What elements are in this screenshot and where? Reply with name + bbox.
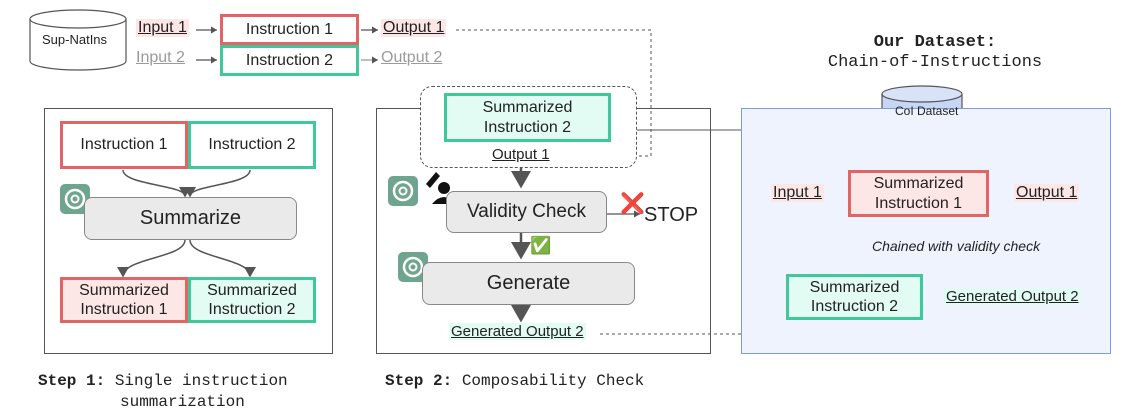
stop-label: STOP	[644, 204, 699, 226]
input-1-label: Input 1	[136, 19, 189, 37]
dataset-generated-output-2: Generated Output 2	[944, 288, 1081, 305]
step1-instruction-1: Instruction 1	[60, 121, 188, 169]
chained-label: Chained with validity check	[872, 238, 1041, 254]
input-2-label: Input 2	[136, 49, 185, 66]
generate-step: Generate	[422, 262, 635, 305]
generated-output-2: Generated Output 2	[449, 323, 586, 340]
dataset-subtitle: Chain-of-Instructions	[827, 53, 1043, 72]
dataset-input-1: Input 1	[771, 184, 824, 202]
dataset-output-1: Output 1	[1014, 184, 1080, 202]
instruction-1-box: Instruction 1	[220, 14, 359, 45]
validity-check-step: Validity Check	[446, 191, 607, 233]
coi-dataset-label: CoI Dataset	[895, 104, 959, 118]
summarize-step: Summarize	[84, 197, 297, 240]
step1-caption: Step 1: Single instruction	[38, 372, 288, 390]
dataset-summarized-2: Summarized Instruction 2	[786, 274, 923, 320]
step1-caption-line2: summarization	[120, 393, 245, 411]
step2-caption: Step 2: Composability Check	[385, 372, 645, 390]
step1-panel	[44, 108, 333, 354]
output-1-label: Output 1	[381, 19, 447, 37]
step1-summarized-2: Summarized Instruction 2	[188, 277, 316, 323]
step1-instruction-2: Instruction 2	[188, 121, 316, 169]
check-icon: ✅	[530, 236, 552, 255]
database-label: Sup-NatIns	[42, 32, 108, 47]
instruction-2-box: Instruction 2	[220, 45, 359, 76]
step2-output-1: Output 1	[492, 146, 550, 163]
step2-summarized-2: Summarized Instruction 2	[444, 93, 611, 142]
chatgpt-icon	[388, 176, 418, 206]
dataset-title: Our Dataset:	[873, 33, 997, 52]
step1-summarized-1: Summarized Instruction 1	[60, 277, 188, 323]
cross-icon: ❌	[620, 193, 645, 215]
output-2-label: Output 2	[381, 49, 443, 66]
dataset-summarized-1: Summarized Instruction 1	[848, 170, 989, 217]
database-icon	[29, 9, 127, 71]
